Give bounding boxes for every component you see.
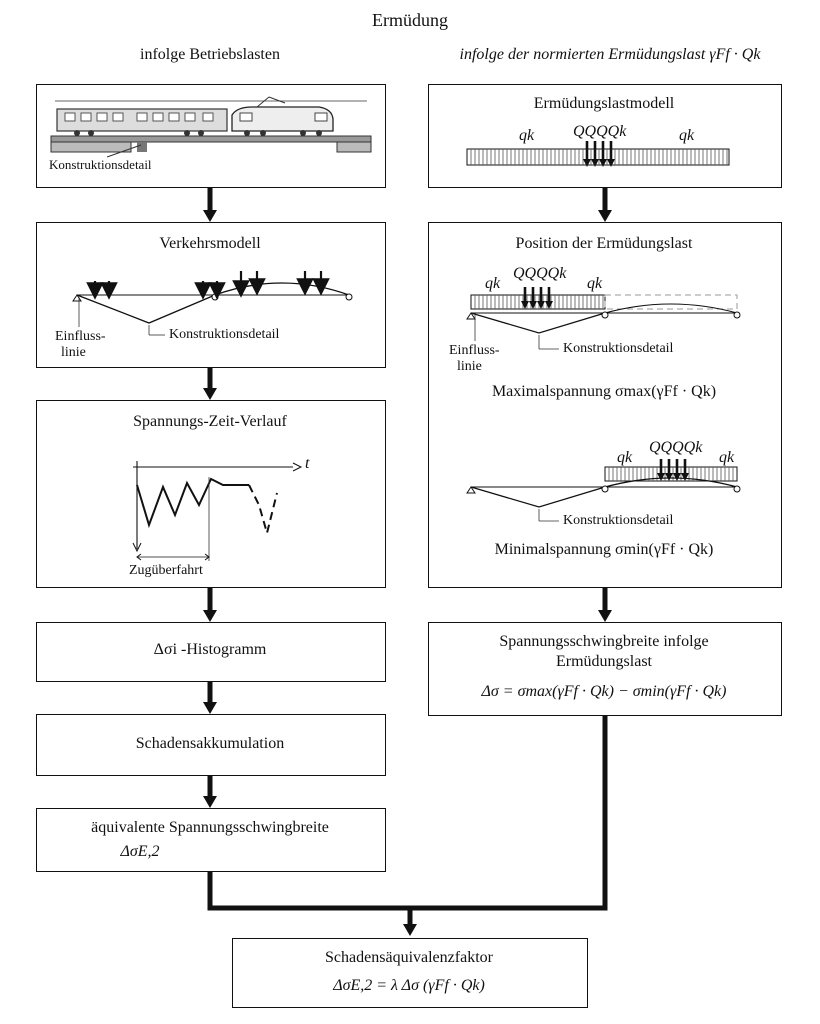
- right-box1-title: Ermüdungslastmodell: [533, 95, 675, 112]
- left-box3-title: Spannungs-Zeit-Verlauf: [133, 413, 287, 430]
- left-box3-label: Zugüberfahrt: [129, 563, 203, 578]
- right-box3-line1: Spannungsschwingbreite infolge: [499, 633, 709, 650]
- stress-time-plot: [132, 461, 303, 561]
- right-box2-qk2-left: qk: [617, 449, 633, 466]
- left-box-train: Konstruktionsdetail: [36, 84, 386, 188]
- right-box3-line2: Ermüdungslast: [556, 653, 652, 670]
- connector-merge-head: [403, 924, 417, 936]
- left-box2-title: Verkehrsmodell: [159, 235, 261, 252]
- right-box2-qk-left: qk: [485, 275, 501, 292]
- right-column-header: infolge der normierten Ermüdungslast γFf…: [459, 46, 761, 63]
- left-box-traffic-model: Verkehrsmodell Einfluss- linie Konstrukt…: [36, 222, 386, 368]
- diagram-title: Ermüdung: [372, 10, 448, 30]
- left-box2-detail: Konstruktionsdetail: [169, 327, 280, 342]
- left-box5-text: Schadensakkumulation: [135, 735, 285, 752]
- right-box-fatigue-load-model: Ermüdungslastmodell qk QQQQk qk: [428, 84, 782, 188]
- left-box-histogram: Δσi -Histogramm: [36, 622, 386, 682]
- right-box2-Q2: QQQQk: [649, 439, 703, 456]
- connector-left-4-head: [203, 702, 217, 714]
- left-column-header: infolge Betriebslasten: [140, 46, 280, 63]
- train-bridge-drawing: [50, 96, 372, 158]
- left-box-equivalent-range: äquivalente Spannungsschwingbreite ΔσE,2: [36, 808, 386, 872]
- right-box3-line3: Δσ = σmax(γFf · Qk) − σmin(γFf · Qk): [481, 683, 727, 700]
- right-box2-max-stress: Maximalspannung σmax(γFf · Qk): [491, 383, 717, 400]
- left-box6-line1: äquivalente Spannungsschwingbreite: [91, 819, 329, 836]
- right-box2-title: Position der Ermüdungslast: [515, 235, 693, 252]
- right-box2-qk-right: qk: [587, 275, 603, 292]
- bottom-line1: Schadensäquivalenzfaktor: [325, 949, 493, 966]
- influence-line-drawing: [72, 271, 353, 336]
- left-box3-axis-t: t: [305, 455, 310, 472]
- right-box2-min-stress: Minimalspannung σmin(γFf · Qk): [494, 541, 714, 558]
- connector-left-1-head: [203, 210, 217, 222]
- right-box2-detail-upper: Konstruktionsdetail: [563, 341, 674, 356]
- right-box2-detail-lower: Konstruktionsdetail: [563, 513, 674, 528]
- right-box1-qk-right: qk: [679, 127, 695, 144]
- left-box2-influence-a: Einfluss-: [55, 329, 106, 344]
- right-box2-influence-b: linie: [457, 359, 482, 374]
- load-position-drawing: [466, 287, 741, 522]
- connector-left-5-head: [203, 796, 217, 808]
- left-box-damage-accumulation: Schadensakkumulation: [36, 714, 386, 776]
- connector-merge-left: [207, 872, 410, 911]
- bottom-line2: ΔσE,2 = λ Δσ (γFf · Qk): [333, 977, 485, 994]
- left-box4-text: Δσi -Histogramm: [153, 641, 267, 658]
- left-box1-label: Konstruktionsdetail: [49, 157, 152, 172]
- right-box-stress-range: Spannungsschwingbreite infolge Ermüdungs…: [428, 622, 782, 716]
- right-box1-Q: QQQQk: [573, 123, 627, 140]
- right-box1-qk-left: qk: [519, 127, 535, 144]
- right-box2-qk2-right: qk: [719, 449, 735, 466]
- right-box-load-position: Position der Ermüdungslast: [428, 222, 782, 588]
- connector-left-3-head: [203, 610, 217, 622]
- left-box2-influence-b: linie: [61, 345, 86, 360]
- left-box6-line2: ΔσE,2: [120, 843, 160, 860]
- load-model-drawing: [466, 141, 730, 167]
- right-box2-Q: QQQQk: [513, 265, 567, 282]
- bottom-box-damage-equivalence-factor: Schadensäquivalenzfaktor ΔσE,2 = λ Δσ (γ…: [232, 938, 588, 1008]
- connector-merge-right: [410, 716, 608, 911]
- right-box2-influence-a: Einfluss-: [449, 343, 500, 358]
- connector-right-1-head: [598, 210, 612, 222]
- connector-left-2-head: [203, 388, 217, 400]
- connector-right-2-head: [598, 610, 612, 622]
- left-box-stress-time: Spannungs-Zeit-Verlauf t Zugüberfahrt: [36, 400, 386, 588]
